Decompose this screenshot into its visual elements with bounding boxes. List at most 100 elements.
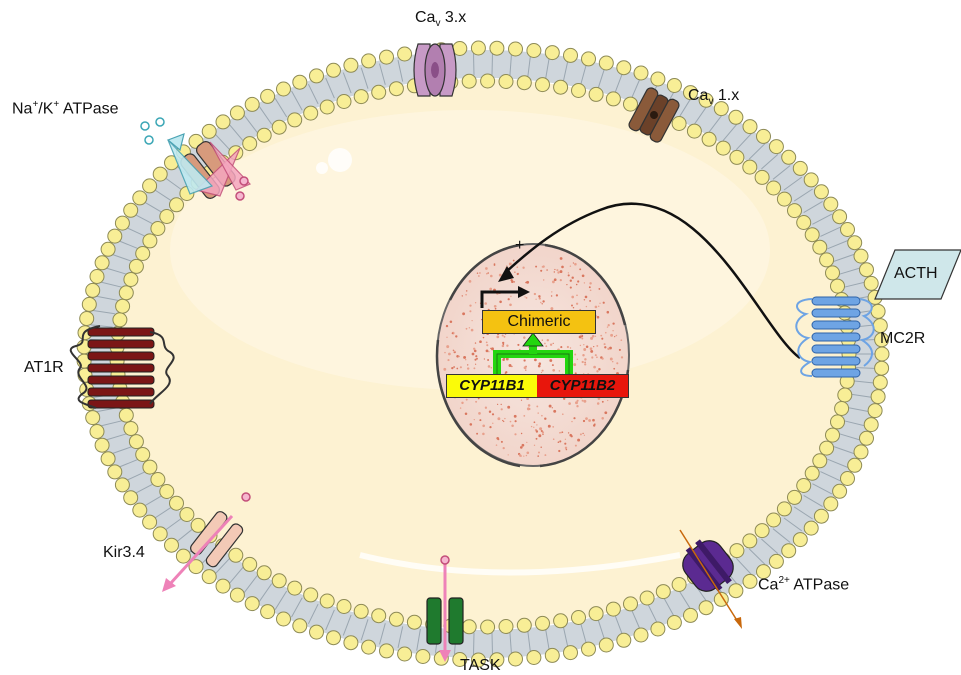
chromatin-dot — [549, 359, 553, 362]
cav1-channel — [628, 87, 680, 143]
kir34-label: Kir3.4 — [103, 544, 145, 561]
chromatin-dot — [526, 407, 530, 411]
lipid-tail — [360, 67, 369, 89]
lipid-head — [508, 651, 523, 667]
chromatin-dot — [575, 283, 578, 286]
lipid-head — [508, 41, 523, 57]
chromatin-dot — [562, 413, 564, 416]
lipid-head — [832, 483, 848, 499]
chromatin-dot — [514, 433, 517, 436]
chromatin-dot — [559, 279, 562, 282]
chromatin-dot — [596, 402, 600, 405]
lipid-tail — [631, 77, 641, 99]
chromatin-dot — [584, 358, 587, 361]
chromatin-dot — [553, 278, 557, 282]
chromatin-dot — [464, 412, 468, 416]
lipid-tail — [274, 98, 288, 118]
na-k-atpase-label: Na+/K+ ATPase — [12, 99, 119, 118]
chromatin-dot — [560, 346, 563, 349]
lipid-head — [152, 166, 168, 182]
chromatin-dot — [538, 362, 542, 365]
lipid-head — [792, 160, 808, 176]
chromatin-dot — [553, 271, 555, 273]
chromatin-dot — [575, 401, 578, 405]
chromatin-dot — [479, 419, 482, 422]
lipid-head — [754, 523, 770, 539]
lipid-head — [742, 533, 758, 549]
chromatin-dot — [508, 364, 512, 367]
chromatin-dot — [593, 345, 595, 348]
lipid-head — [813, 508, 829, 524]
lipid-head — [872, 374, 888, 390]
lipid-head — [742, 119, 758, 135]
chromatin-dot — [503, 420, 505, 423]
cytoplasm-shine — [359, 552, 681, 576]
chromatin-dot — [473, 347, 476, 350]
chromatin-dot — [613, 367, 616, 370]
chromatin-dot — [459, 407, 462, 409]
lipid-tail — [708, 114, 723, 133]
lipid-head — [834, 401, 850, 416]
chromatin-dot — [593, 365, 596, 369]
lipid-head — [867, 403, 883, 419]
lipid-tail — [614, 614, 624, 636]
chromatin-dot — [602, 301, 605, 304]
chromatin-dot — [476, 432, 479, 435]
lipid-head — [498, 619, 514, 634]
chromatin-dot — [526, 397, 529, 401]
lipid-tail — [562, 626, 569, 649]
lipid-head — [639, 590, 655, 606]
lipid-head — [215, 578, 231, 594]
chromatin-dot — [541, 369, 544, 372]
chromatin-dot — [525, 369, 527, 371]
lipid-head — [379, 49, 394, 65]
lipid-head — [159, 484, 175, 499]
lipid-head — [201, 123, 217, 139]
chromatin-dot — [512, 259, 515, 262]
lipid-tail — [100, 420, 122, 427]
lipid-head — [571, 83, 586, 98]
lipid-tail — [342, 614, 352, 636]
lipid-tail — [851, 393, 873, 398]
lipid-head — [406, 614, 422, 630]
chromatin-dot — [567, 272, 570, 274]
chromatin-dot — [609, 346, 612, 350]
chromatin-dot — [555, 294, 559, 297]
lipid-head — [287, 112, 303, 128]
chromatin-dot — [542, 433, 544, 436]
lipid-head — [319, 99, 335, 115]
lipid-tail — [214, 133, 231, 151]
lipid-head — [309, 68, 324, 84]
lipid-head — [480, 619, 496, 635]
lipid-head — [244, 596, 260, 612]
chromatin-dot — [551, 291, 553, 293]
chromatin-dot — [496, 403, 499, 406]
chromatin-dot — [539, 427, 543, 431]
lipid-head — [713, 101, 729, 117]
chromatin-dot — [511, 424, 514, 428]
lipid-tail — [143, 494, 163, 508]
lipid-head — [787, 489, 802, 505]
chromatin-dot — [523, 366, 527, 370]
chromatin-dot — [604, 411, 608, 415]
lipid-head — [729, 149, 745, 165]
lipid-head — [830, 278, 845, 294]
chromatin-dot — [516, 266, 519, 269]
chromatin-dot — [612, 322, 615, 325]
chromatin-dot — [523, 336, 526, 339]
acth-signal-arrowhead — [498, 266, 514, 282]
chromatin-dot — [564, 446, 568, 450]
lipid-tail — [307, 83, 319, 105]
at1r-label: AT1R — [24, 359, 64, 376]
chromatin-dot — [620, 339, 623, 342]
chromatin-dot — [469, 304, 472, 307]
chromatin-dot — [544, 417, 547, 420]
chromatin-dot — [507, 405, 511, 409]
chromatin-dot — [601, 400, 604, 403]
chromatin-dot — [526, 451, 530, 455]
chromatin-dot — [585, 417, 588, 420]
chromatin-dot — [610, 333, 614, 337]
lipid-head — [598, 55, 614, 71]
lipid-head — [397, 646, 413, 662]
